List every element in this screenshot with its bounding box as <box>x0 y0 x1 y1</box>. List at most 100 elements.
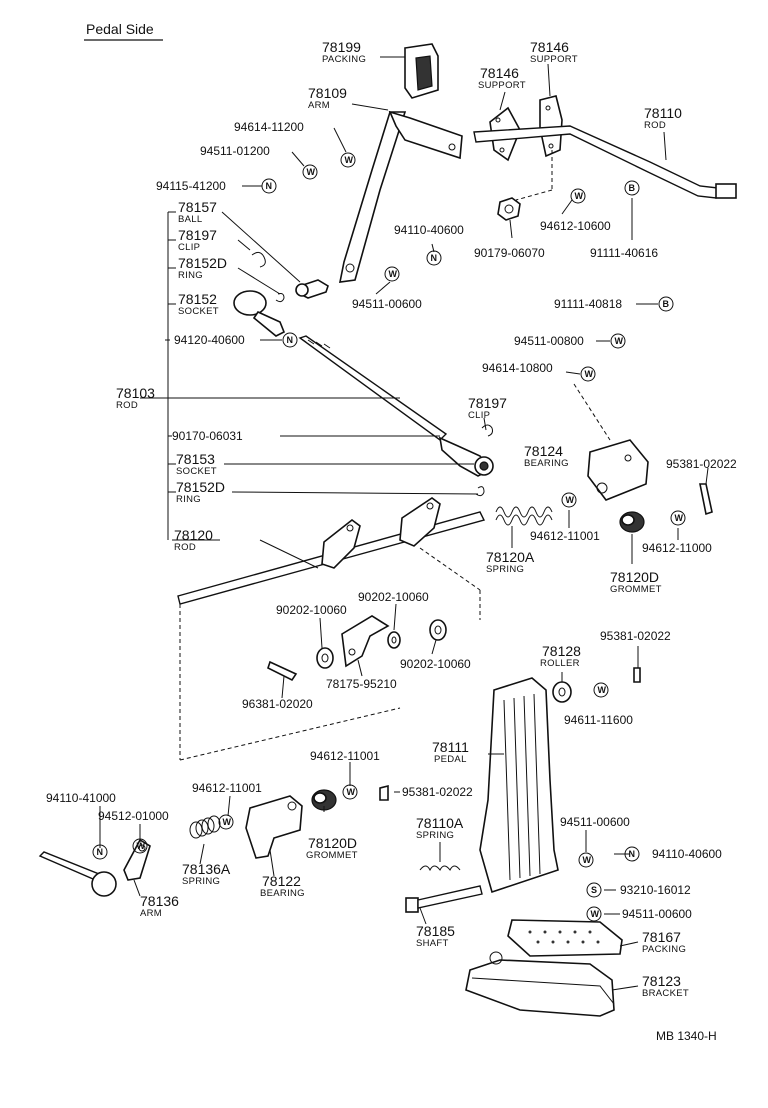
callout-part-78122: 78122 <box>262 873 301 889</box>
callout-part-78120D-a: 78120D <box>610 569 659 585</box>
callout-sym-94612-10600: W <box>575 191 584 201</box>
roller-78128-drawing <box>552 681 572 703</box>
leader-lines <box>99 56 709 991</box>
bearing-78122-drawing <box>245 795 303 859</box>
callout-part-78128: 78128 <box>542 643 581 659</box>
callout-part-78111: 78111 <box>432 739 469 755</box>
socket-78152-drawing <box>233 290 286 337</box>
callout-desc-78103: ROD <box>116 400 138 411</box>
callout-part-94120-40600: 94120-40600 <box>174 333 245 347</box>
callout-part-95381-02022-b: 95381-02022 <box>600 629 671 643</box>
callout-sym-93210-16012: S <box>591 885 597 895</box>
callout-desc-78120D-a: GROMMET <box>610 584 662 595</box>
callout-desc-78124: BEARING <box>524 458 569 469</box>
callout-part-90202-10060-b: 90202-10060 <box>358 590 429 604</box>
callout-desc-78157: BALL <box>178 214 202 225</box>
callout-part-78110A: 78110A <box>416 815 464 831</box>
callout-sym-94612-11001-a: W <box>566 495 575 505</box>
callout-part-94115-41200: 94115-41200 <box>156 179 226 193</box>
callout-part-94614-11200: 94614-11200 <box>234 120 304 134</box>
washers-link-drawing <box>316 615 447 669</box>
callout-part-96381-02020: 96381-02020 <box>242 697 313 711</box>
callout-part-78197-a: 78197 <box>178 227 217 243</box>
rod-78103-drawing <box>298 335 448 441</box>
callout-part-94612-11001-c: 94612-11001 <box>192 781 262 795</box>
callout-part-94511-00600-b: 94511-00600 <box>560 815 630 829</box>
callout-part-78157: 78157 <box>178 199 217 215</box>
callout-desc-78199: PACKING <box>322 54 366 65</box>
callout-part-94511-00600-a: 94511-00600 <box>352 297 422 311</box>
callout-sym-94511-01200: W <box>307 167 316 177</box>
callout-part-94614-10800: 94614-10800 <box>482 361 553 375</box>
callout-sym-94512-01000: W <box>137 841 146 851</box>
callout-desc-78123: BRACKET <box>642 988 689 999</box>
callout-part-78167: 78167 <box>642 929 681 945</box>
callout-part-94110-41000: 94110-41000 <box>46 791 116 805</box>
packing-78199-drawing <box>404 43 439 99</box>
callout-part-78152: 78152 <box>178 291 217 307</box>
callout-desc-78136A: SPRING <box>182 876 220 887</box>
callout-sym-94115-41200: N <box>266 181 273 191</box>
callout-part-94612-11001-a: 94612-11001 <box>530 529 600 543</box>
callout-sym-91111-40616: B <box>629 183 636 193</box>
rod-78120-drawing <box>177 497 486 761</box>
callout-sym-94611-11600: W <box>598 685 607 695</box>
callout-sym-94120-40600: N <box>287 335 294 345</box>
callout-sym-94110-40600-a: N <box>431 253 438 263</box>
callout-labels: 78199 PACKING 78146 SUPPORT 78146 SUPPOR… <box>46 39 737 999</box>
callout-desc-78197-a: CLIP <box>178 242 200 253</box>
callout-part-94612-11000: 94612-11000 <box>642 541 712 555</box>
callout-sym-94612-11001-b: W <box>347 787 356 797</box>
callout-part-93210-16012: 93210-16012 <box>620 883 691 897</box>
callout-desc-78185: SHAFT <box>416 938 449 949</box>
callout-part-78185: 78185 <box>416 923 455 939</box>
callout-part-90202-10060-a: 90202-10060 <box>276 603 347 617</box>
callout-part-94511-01200: 94511-01200 <box>200 144 270 158</box>
callout-part-78124: 78124 <box>524 443 563 459</box>
callout-desc-78152D-b: RING <box>176 494 201 505</box>
spring-78120A-drawing <box>475 486 553 526</box>
callout-desc-78120A: SPRING <box>486 564 524 575</box>
callout-part-78136: 78136 <box>140 893 179 909</box>
callout-part-94612-10600: 94612-10600 <box>540 219 611 233</box>
callout-part-94511-00800: 94511-00800 <box>514 334 584 348</box>
nut-90179-drawing <box>497 197 521 221</box>
callout-part-78109: 78109 <box>308 85 347 101</box>
callout-desc-78122: BEARING <box>260 888 305 899</box>
callout-part-94611-11600: 94611-11600 <box>564 713 633 727</box>
callout-part-94511-00600-c: 94511-00600 <box>622 907 692 921</box>
callout-part-94512-01000: 94512-01000 <box>98 809 169 823</box>
callout-desc-78111: PEDAL <box>434 754 467 765</box>
callout-sym-94511-00600-a: W <box>389 269 398 279</box>
callout-sym-94614-10800: W <box>585 369 594 379</box>
callout-sym-94511-00800: W <box>615 336 624 346</box>
callout-desc-78153: SOCKET <box>176 466 217 477</box>
ball-78157-drawing <box>251 251 329 303</box>
callout-part-90179-06070: 90179-06070 <box>474 246 545 260</box>
callout-part-91111-40616: 91111-40616 <box>590 246 658 260</box>
callout-part-95381-02022-c: 95381-02022 <box>402 785 473 799</box>
callout-desc-78146-a: SUPPORT <box>530 54 578 65</box>
callout-desc-78120: ROD <box>174 542 196 553</box>
callout-sym-94614-11200: W <box>345 155 354 165</box>
callout-part-78153: 78153 <box>176 451 215 467</box>
callout-desc-78146-b: SUPPORT <box>478 80 526 91</box>
callout-part-91111-40818: 91111-40818 <box>554 297 622 311</box>
pedal-78111-drawing <box>479 677 559 894</box>
callout-part-78152D-b: 78152D <box>176 479 225 495</box>
diagram-footer-code: MB 1340-H <box>656 1029 717 1043</box>
callout-part-78103: 78103 <box>116 385 155 401</box>
socket-78153-drawing <box>438 424 494 477</box>
arm-78109-drawing <box>338 110 463 283</box>
grommets-drawing <box>311 511 645 811</box>
callout-desc-78167: PACKING <box>642 944 686 955</box>
callout-part-94110-40600-a: 94110-40600 <box>394 223 464 237</box>
callout-part-90170-06031: 90170-06031 <box>172 429 243 443</box>
packing-78167-drawing <box>507 919 623 957</box>
spring-78136A-drawing <box>189 815 221 839</box>
callout-part-78120: 78120 <box>174 527 213 543</box>
callout-desc-78128: ROLLER <box>540 658 580 669</box>
callout-part-94110-40600-b: 94110-40600 <box>652 847 722 861</box>
callout-sym-94110-41000: N <box>97 847 104 857</box>
callout-part-78110: 78110 <box>644 105 682 121</box>
